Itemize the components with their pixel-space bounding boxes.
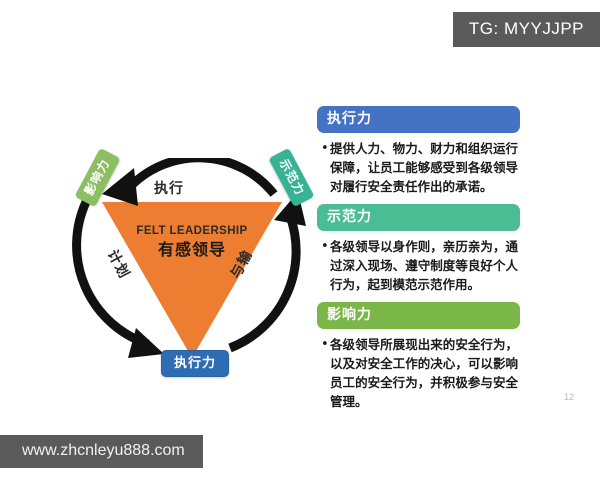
inverted-triangle [102,202,282,358]
description-panel: 执行力 • 提供人力、物力、财力和组织运行保障，让员工能够感受到各级领导对履行安… [317,106,520,419]
site-watermark: www.zhcnleyu888.com [0,435,203,468]
arrow-plan [72,200,164,358]
arrow-execute [102,158,278,206]
card-header-execution: 执行力 [317,106,520,133]
badge-execution[interactable]: 执行力 [161,350,230,377]
card-body-influence: • 各级领导所展现出来的安全行为，以及对安全工作的决心，可以影响员工的安全行为，… [317,329,520,415]
card-header-demonstration: 示范力 [317,204,520,231]
card-body-demonstration: • 各级领导以身作则，亲历亲为，通过深入现场、遵守制度等良好个人行为，起到模范示… [317,231,520,298]
bullet-icon: • [321,141,329,156]
telegram-watermark: TG: MYYJJPP [452,12,600,47]
felt-leadership-diagram: FELT LEADERSHIP 有感领导 执行 计划 与输 影响力 示范力 执行… [58,147,326,398]
card-demonstration: 示范力 • 各级领导以身作则，亲历亲为，通过深入现场、遵守制度等良好个人行为，起… [317,204,520,298]
card-influence: 影响力 • 各级领导所展现出来的安全行为，以及对安全工作的决心，可以影响员工的安… [317,302,520,415]
bullet-icon: • [321,337,329,352]
card-body-execution: • 提供人力、物力、财力和组织运行保障，让员工能够感受到各级领导对履行安全责任作… [317,133,520,200]
card-text-execution: 提供人力、物力、财力和组织运行保障，让员工能够感受到各级领导对履行安全责任作出的… [330,141,518,194]
diagram-graphics [72,158,306,358]
card-text-influence: 各级领导所展现出来的安全行为，以及对安全工作的决心，可以影响员工的安全行为，并积… [330,337,518,409]
card-text-demonstration: 各级领导以身作则，亲历亲为，通过深入现场、遵守制度等良好个人行为，起到模范示范作… [330,239,518,292]
page-number: 12 [563,392,574,402]
bullet-icon: • [321,239,329,254]
card-execution: 执行力 • 提供人力、物力、财力和组织运行保障，让员工能够感受到各级领导对履行安… [317,106,520,200]
arc-label-execute: 执行 [154,181,184,197]
card-header-influence: 影响力 [317,302,520,329]
